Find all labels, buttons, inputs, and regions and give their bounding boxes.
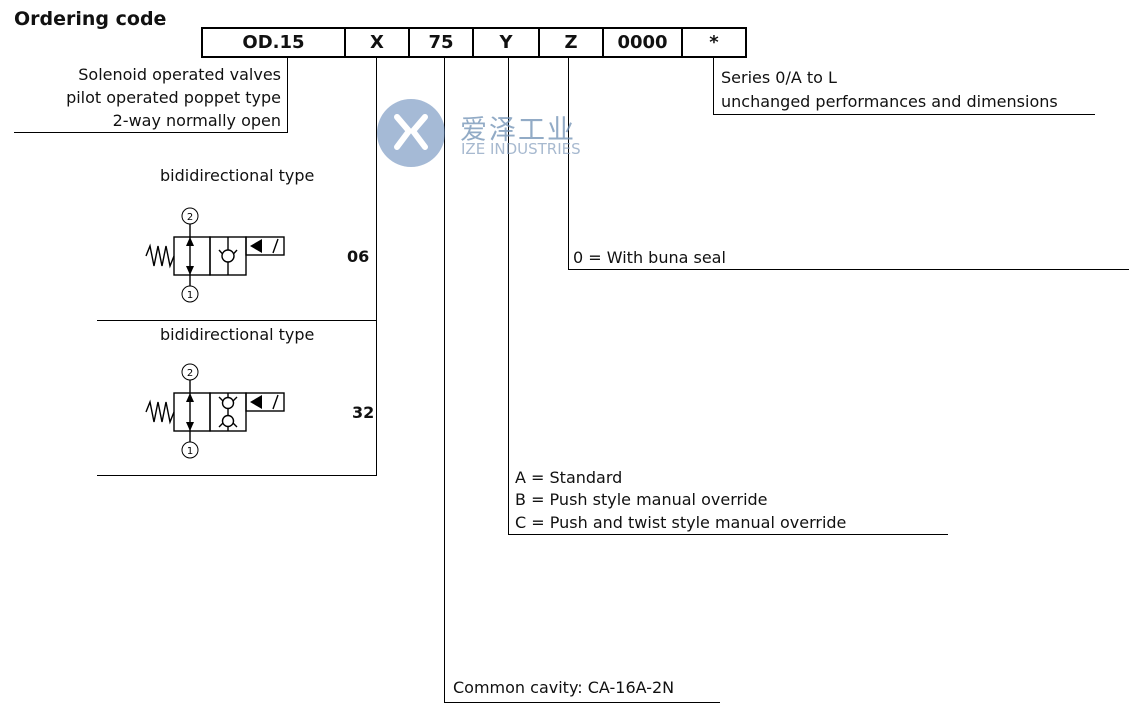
override-underline [508,534,948,535]
cavity-leader [444,58,445,703]
cavity-desc: Common cavity: CA-16A-2N [453,678,675,697]
spring-icon [145,243,175,269]
watermark-cn: 爱泽工业 [460,115,576,146]
series-underline [713,114,1095,115]
type-leader [376,58,377,475]
product-desc-line-1: Solenoid operated valves [78,65,281,84]
type-label-06: bididirectional type [160,166,315,185]
override-leader [508,58,509,535]
product-desc-leader [287,58,288,132]
series-desc-line-2: unchanged performances and dimensions [721,92,1058,111]
product-desc-line-3: 2-way normally open [112,111,281,130]
code-field-seal: Z [538,27,604,58]
seal-desc: 0 = With buna seal [573,248,726,267]
code-field-series: * [681,27,747,58]
page-title: Ordering code [14,8,167,30]
solenoid-icon [245,392,285,412]
type-06-underline [97,320,377,321]
seal-leader [568,58,569,270]
series-leader [713,58,714,115]
seal-underline [568,269,1129,270]
port-1-label: 1 [187,446,193,457]
cavity-underline [444,702,720,703]
valve-symbol-06: 2 1 [145,207,285,303]
type-code-06: 06 [347,247,370,266]
valve-symbol-32: 2 1 [145,363,285,459]
port-2-label: 2 [187,212,193,223]
code-field-cavity: 75 [408,27,474,58]
product-desc-underline [14,132,288,133]
code-field-type: X [344,27,410,58]
type-code-32: 32 [352,403,375,422]
watermark-en: IZE INDUSTRIES [461,140,581,158]
port-1-label: 1 [187,290,193,301]
port-2-label: 2 [187,368,193,379]
product-desc-line-2: pilot operated poppet type [66,88,281,107]
type-label-32: bididirectional type [160,325,315,344]
override-option-a: A = Standard [515,468,623,487]
code-field-override: Y [472,27,540,58]
override-option-b: B = Push style manual override [515,490,768,509]
code-field-model: OD.15 [201,27,346,58]
code-field-zeros: 0000 [602,27,683,58]
type-32-underline [97,475,377,476]
spring-icon [145,399,175,425]
series-desc-line-1: Series 0/A to L [721,68,837,87]
override-option-c: C = Push and twist style manual override [515,513,847,532]
watermark-logo-icon [377,99,445,167]
solenoid-icon [245,236,285,256]
